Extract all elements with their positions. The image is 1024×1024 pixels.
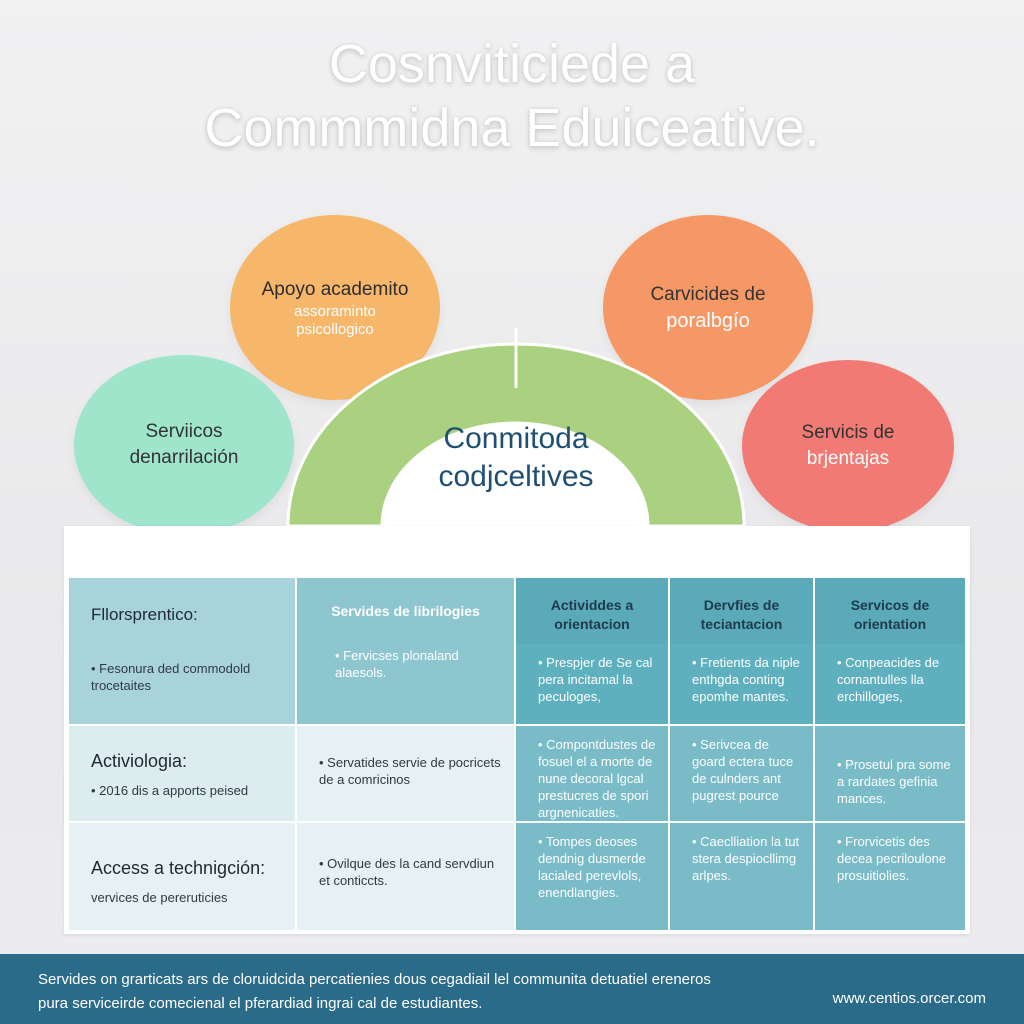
- cell-bullet: Prosetul pra some a rardates gefinia man…: [827, 756, 953, 807]
- column-header: Servides de librilogies: [309, 602, 502, 621]
- bubble-servicios-desarrollo: Serviicos denarrilación: [74, 355, 294, 535]
- table-cell-row1-col3: Actividdes a orientacion Prespjer de Se …: [515, 577, 669, 725]
- cell-bullet: Caeclliation la tut stera despiocllimg a…: [682, 833, 801, 884]
- table-cell-row2-col2: Servatides servie de pocricets de a comr…: [296, 725, 515, 822]
- footer-text: Servides on grarticats ars de cloruidcid…: [38, 968, 711, 1016]
- cell-bullet: Frorvicetis des decea pecriloulone prosu…: [827, 833, 953, 884]
- footer-url: www.centios.orcer.com: [833, 990, 986, 1007]
- row-label: Access a technigción:: [91, 857, 283, 879]
- column-header: Dervfies de teciantacion: [678, 596, 805, 634]
- footer-banner: Servides on grarticats ars de cloruidcid…: [0, 954, 1024, 1024]
- table-cell-row1-col2: Servides de librilogies Fervicses plonal…: [296, 577, 515, 725]
- cell-bullet: Serivcea de goard ectera tuce de culnder…: [682, 736, 801, 804]
- table-cell-row2-label: Activiologia: 2016 dis a apports peised: [68, 725, 296, 822]
- footer-line-1: Servides on grarticats ars de cloruidcid…: [38, 968, 711, 992]
- row-label: Fllorsprentico:: [91, 604, 283, 626]
- table-cell-row3-col3: Tompes deoses dendnig dusmerde lacialed …: [515, 822, 669, 931]
- row-sublabel: vervices de pereruticies: [81, 889, 283, 906]
- services-table: Fllorsprentico: Fesonura ded commodold t…: [68, 577, 966, 931]
- bubble-label: Serviicos: [145, 419, 222, 445]
- table-cell-row3-col2: Ovilque des la cand servdiun et conticct…: [296, 822, 515, 931]
- bubble-label: Carvicides de: [650, 282, 765, 308]
- cell-bullet: Prespjer de Se cal pera incitamal la pec…: [528, 654, 656, 705]
- bubble-sublabel: assoraminto: [294, 303, 376, 321]
- center-label-line-1: Conmitoda: [398, 420, 634, 458]
- table-cell-row3-col5: Frorvicetis des decea pecriloulone prosu…: [814, 822, 966, 931]
- table-cell-row2-col4: Serivcea de goard ectera tuce de culnder…: [669, 725, 814, 822]
- table-cell-row3-label: Access a technigción: vervices de pereru…: [68, 822, 296, 931]
- title-line-2: Commmidna Eduiceative.: [0, 96, 1024, 160]
- bubble-label: brjentajas: [807, 446, 889, 472]
- cell-bullet: Fretients da niple enthgda conting epomh…: [682, 654, 801, 705]
- cell-bullet: Servatides servie de pocricets de a comr…: [309, 754, 502, 788]
- bubble-label: Apoyo academito: [262, 277, 409, 303]
- page-title: Cosnviticiede a Commmidna Eduiceative.: [0, 32, 1024, 160]
- cell-bullet: Conpeacides de cornantulles lla erchillo…: [827, 654, 953, 705]
- table-cell-row1-col5: Servicos de orientation Conpeacides de c…: [814, 577, 966, 725]
- column-header: Servicos de orientation: [823, 596, 957, 634]
- table-cell-row2-col5: Prosetul pra some a rardates gefinia man…: [814, 725, 966, 822]
- bubble-label: Servicis de: [802, 420, 895, 446]
- cell-bullet: Fervicses plonaland alaesols.: [309, 647, 502, 681]
- title-line-1: Cosnviticiede a: [0, 32, 1024, 96]
- footer-line-2: pura serviceirde comecienal el pferardia…: [38, 992, 711, 1016]
- bubble-label: denarrilación: [130, 445, 239, 471]
- row-bullet: 2016 dis a apports peised: [81, 782, 283, 799]
- table-cell-row2-col3: Compontdustes de fosuel el a morte de nu…: [515, 725, 669, 822]
- center-label-line-2: codjceltives: [398, 458, 634, 496]
- bubble-servicios-ventajas: Servicis de brjentajas: [742, 360, 954, 532]
- cell-bullet: Compontdustes de fosuel el a morte de nu…: [528, 736, 656, 821]
- row-label: Activiologia:: [91, 750, 283, 772]
- row-bullet: Fesonura ded commodold trocetaites: [81, 660, 283, 694]
- table-cell-row1-label: Fllorsprentico: Fesonura ded commodold t…: [68, 577, 296, 725]
- center-label: Conmitoda codjceltives: [398, 420, 634, 496]
- cell-bullet: Tompes deoses dendnig dusmerde lacialed …: [528, 833, 656, 901]
- table-cell-row3-col4: Caeclliation la tut stera despiocllimg a…: [669, 822, 814, 931]
- table-cell-row1-col4: Dervfies de teciantacion Fretients da ni…: [669, 577, 814, 725]
- cell-bullet: Ovilque des la cand servdiun et conticct…: [309, 855, 502, 889]
- column-header: Actividdes a orientacion: [524, 596, 660, 634]
